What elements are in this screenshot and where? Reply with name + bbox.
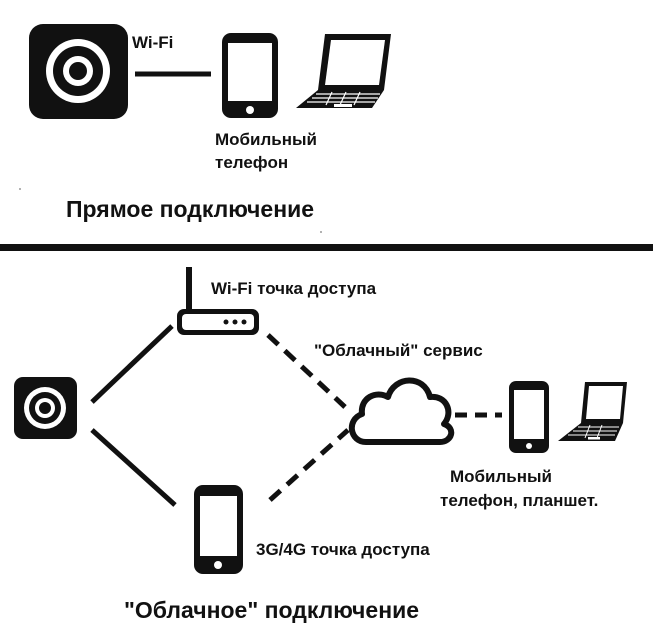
access-point-label: Wi-Fi точка доступа: [211, 279, 377, 298]
camera-icon: [14, 377, 77, 439]
cloud-connection-caption: "Облачное" подключение: [124, 597, 420, 623]
cellular-access-label: 3G/4G точка доступа: [256, 540, 430, 559]
devices-label-line1: Мобильный: [450, 467, 552, 486]
scan-specks: [19, 188, 322, 233]
wifi-link-label: Wi-Fi: [132, 33, 174, 52]
cloud-icon: [349, 377, 455, 445]
link-phone-cloud: [268, 428, 350, 502]
link-camera-router: [90, 324, 174, 404]
smartphone-icon: [509, 381, 549, 453]
camera-icon: [29, 24, 128, 119]
laptop-icon: [558, 382, 627, 441]
devices-label-line2: телефон, планшет.: [440, 491, 599, 510]
smartphone-icon: [222, 33, 278, 118]
cloud-service-label: "Облачный" сервис: [314, 341, 483, 360]
laptop-icon: [296, 34, 391, 108]
smartphone-icon: [194, 485, 243, 574]
phone-label-line2: телефон: [215, 153, 289, 172]
link-camera-phone: [90, 428, 177, 507]
section-divider: [0, 244, 653, 251]
direct-connection-caption: Прямое подключение: [66, 196, 315, 222]
phone-label-line1: Мобильный: [215, 130, 317, 149]
router-icon: [177, 267, 259, 335]
link-router-cloud: [266, 333, 347, 409]
